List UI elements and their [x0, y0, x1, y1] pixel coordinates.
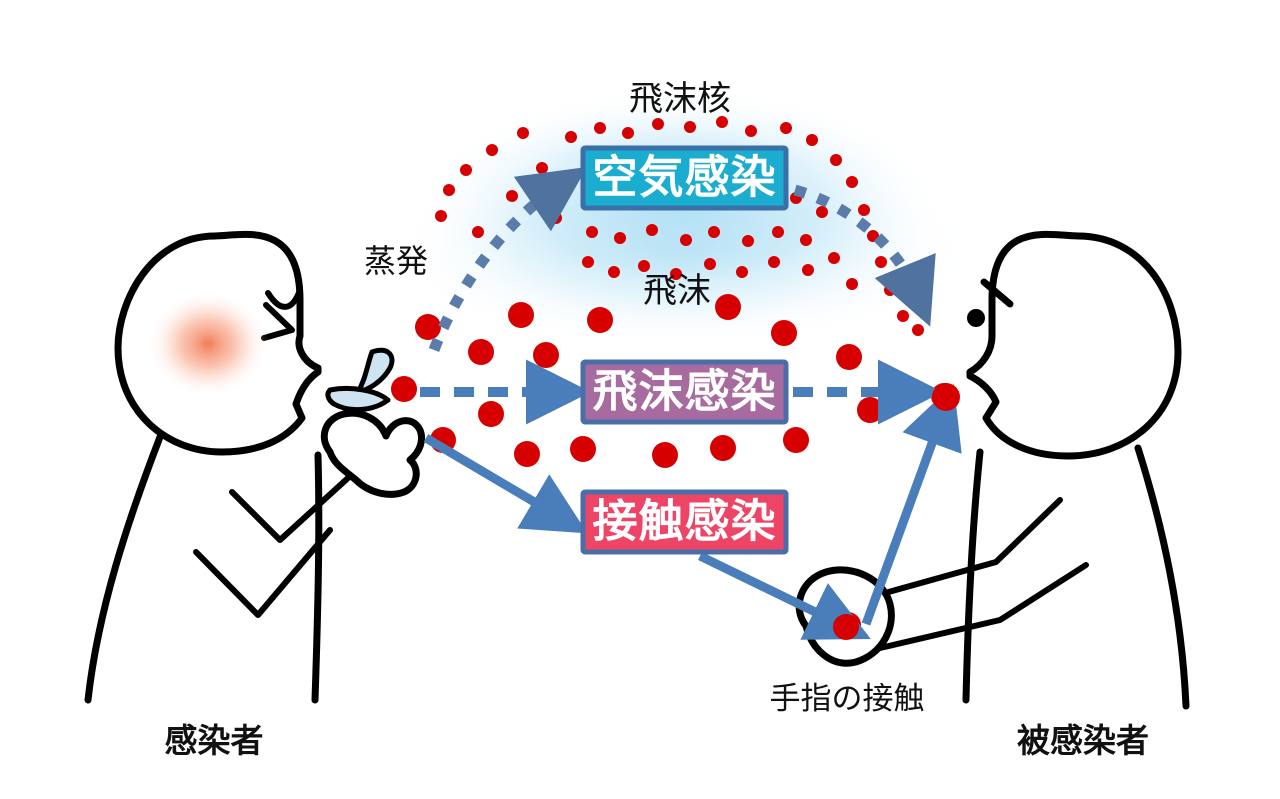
droplet-particle — [514, 441, 540, 467]
route-box-droplet-label: 飛沫感染 — [592, 365, 776, 416]
droplet-particle — [857, 397, 883, 423]
droplet-nucleus-particle — [884, 284, 896, 296]
actor-label-infected: 感染者 — [165, 722, 264, 759]
droplet-nucleus-particle — [736, 266, 748, 278]
droplet-nucleus-particle — [684, 121, 696, 133]
droplet-nucleus-particle — [638, 260, 650, 272]
droplet-nucleus-particle — [704, 258, 716, 270]
droplet-nucleus-particle — [582, 256, 594, 268]
annotation-finger-contact: 手指の接触 — [770, 681, 925, 716]
droplet-nucleus-particle — [828, 252, 840, 264]
route-box-airborne[interactable]: 空気感染 — [580, 145, 789, 211]
droplet-nucleus-particle — [897, 310, 909, 322]
droplet-nucleus-particle — [742, 235, 754, 247]
droplet-particle — [771, 320, 797, 346]
route-box-airborne-label: 空気感染 — [592, 151, 776, 202]
caption-droplet-nuclei: 飛沫核 — [629, 80, 731, 118]
droplet-nucleus-particle — [816, 206, 828, 218]
droplet-nucleus-particle — [780, 122, 792, 134]
droplet-nucleus-particle — [435, 210, 447, 222]
droplet-nucleus-particle — [550, 212, 562, 224]
droplet-nucleus-particle — [536, 162, 548, 174]
droplet-nucleus-particle — [806, 134, 818, 146]
droplet-particle — [478, 401, 504, 427]
droplet-nucleus-particle — [586, 226, 598, 238]
droplet-nucleus-particle — [830, 154, 842, 166]
droplet-nucleus-particle — [652, 118, 664, 130]
droplet-nucleus-particle — [670, 268, 682, 280]
fever-blush — [146, 290, 270, 398]
droplet-nucleus-particle — [506, 190, 518, 202]
arrow-hand-to-mouth — [861, 383, 962, 626]
droplet-nucleus-particle — [800, 234, 812, 246]
droplet-nucleus-particle — [912, 324, 924, 336]
droplet-nucleus-particle — [846, 278, 858, 290]
caption-droplet: 飛沫 — [643, 272, 711, 310]
droplet-nucleus-particle — [716, 116, 728, 128]
droplet-particle — [652, 442, 678, 468]
droplet-nucleus-particle — [565, 131, 577, 143]
annotation-evaporation: 蒸発 — [364, 243, 428, 279]
airborne-halo — [380, 87, 980, 350]
droplet-nucleus-particle — [768, 256, 780, 268]
droplet-nucleus-particle — [802, 264, 814, 276]
droplet-nucleus-particle — [517, 127, 529, 139]
actor-label-receiver: 被感染者 — [1017, 722, 1149, 759]
droplet-nucleus-particle — [460, 164, 472, 176]
droplet-nucleus-particle — [443, 184, 455, 196]
droplet-particle — [508, 302, 534, 328]
arrow-evaporation-arc — [428, 166, 587, 352]
droplet-particle — [391, 376, 417, 402]
droplet-nucleus-particle — [680, 234, 692, 246]
droplet-nucleus-particle — [646, 224, 658, 236]
droplet-particle — [468, 339, 494, 365]
droplet-particle — [533, 342, 559, 368]
droplet-nucleus-particle — [858, 204, 870, 216]
droplet-particle — [836, 344, 862, 370]
droplet-nucleus-particle — [875, 256, 887, 268]
droplet-nucleus-particle — [745, 125, 757, 137]
droplet-nucleus-particle — [608, 266, 620, 278]
droplet-nucleus-particle — [472, 226, 484, 238]
infected-person-figure — [84, 230, 426, 704]
droplet-particle — [587, 307, 613, 333]
droplet-particle — [570, 436, 596, 462]
droplet-particle — [783, 427, 809, 453]
droplet-nucleus-particle — [772, 226, 784, 238]
droplet-on-hand — [833, 614, 859, 640]
droplet-nucleus-particle — [614, 232, 626, 244]
droplet-particle — [710, 435, 736, 461]
droplet-nucleus-particle — [594, 122, 606, 134]
arrow-contact-to-hand — [698, 551, 871, 640]
droplet-nuclei-particles — [435, 116, 924, 336]
saliva-droplets — [325, 347, 395, 412]
route-box-droplet[interactable]: 飛沫感染 — [580, 359, 789, 425]
droplet-nucleus-particle — [622, 127, 634, 139]
route-box-contact-label: 接触感染 — [592, 495, 776, 546]
route-box-contact[interactable]: 接触感染 — [580, 489, 789, 555]
droplet-nucleus-particle — [846, 176, 858, 188]
droplet-nucleus-particle — [708, 226, 720, 238]
droplet-particle — [415, 314, 441, 340]
arrow-contact-from-source — [423, 434, 588, 534]
receiver-person-figure — [857, 230, 1190, 710]
arrow-airborne-descend-arc — [793, 184, 936, 327]
droplet-nucleus-particle — [486, 144, 498, 156]
droplet-particle — [715, 294, 741, 320]
droplet-on-mouth — [932, 383, 960, 411]
